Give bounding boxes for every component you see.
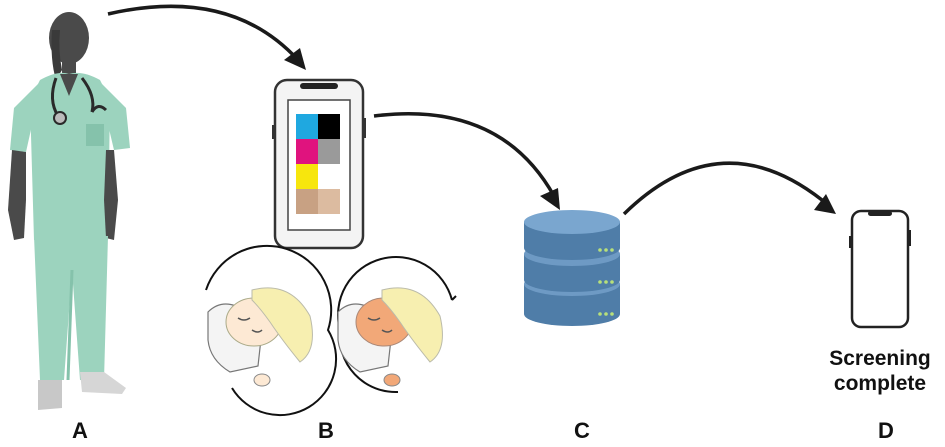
- screening-complete-caption: Screening complete: [820, 346, 940, 396]
- caption-line-1: Screening: [829, 347, 931, 370]
- color-swatch: [296, 139, 318, 164]
- step-label-a: A: [72, 418, 88, 443]
- caption-line-2: complete: [833, 372, 927, 395]
- smartphone-icon: [849, 209, 911, 329]
- step-label-b: B: [318, 418, 334, 443]
- step-label-c: C: [574, 418, 590, 443]
- smartphone-color-card-icon: [272, 78, 366, 250]
- color-swatch: [318, 189, 340, 214]
- healthcare-worker-icon: [8, 12, 130, 410]
- color-swatch: [318, 139, 340, 164]
- newborn-baby-jaundiced-icon: [337, 256, 457, 394]
- color-swatch: [318, 114, 340, 139]
- color-swatch: [296, 189, 318, 214]
- color-swatch: [296, 164, 318, 189]
- database-server-icon: [524, 210, 620, 326]
- color-swatch: [296, 114, 318, 139]
- arrow-b-to-c: [373, 111, 560, 210]
- arrow-c-to-d: [622, 161, 836, 216]
- newborn-baby-icon: [205, 244, 338, 417]
- arrow-a-to-b: [107, 4, 306, 70]
- color-swatch: [318, 164, 340, 189]
- step-label-d: D: [878, 418, 894, 443]
